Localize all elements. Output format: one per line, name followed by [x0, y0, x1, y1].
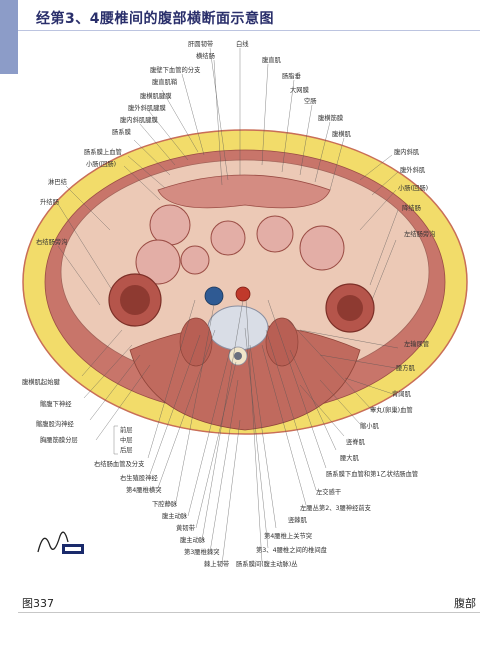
- page-title: 经第3、4腰椎间的腹部横断面示意图: [36, 11, 274, 27]
- label-l4-superior-articular: 第4腰椎上关节突: [264, 531, 313, 540]
- label-transversalis-fascia: 腹横筋膜: [318, 113, 344, 122]
- label-ilioinguinal-nerve: 髂腹股沟神经: [36, 419, 74, 428]
- artist-signature-logo: [37, 531, 84, 554]
- label-quadratus-lumborum: 腰方肌: [396, 363, 416, 372]
- psoas-right: [265, 317, 299, 367]
- label-linea-alba: 白线: [236, 39, 249, 48]
- label-rectus-abdominis: 腹直肌: [262, 55, 282, 64]
- lumbar-vertebra: [207, 305, 269, 351]
- bowel-loop: [210, 220, 246, 256]
- section-label: 腹部: [454, 597, 476, 610]
- label-right-colic-vessels: 右结肠血管及分支: [94, 459, 145, 468]
- label-transversus-abdominis: 腹横肌: [332, 129, 352, 138]
- bowel-loop: [180, 245, 210, 275]
- label-fascia-anterior: 前层: [120, 425, 133, 434]
- label-ligamentum-teres: 肝圆韧带: [188, 39, 213, 48]
- footer-rule: [18, 612, 480, 613]
- label-gonadal-vessels: 睾丸(卵巢)血管: [370, 405, 413, 414]
- label-external-oblique: 腹外斜肌: [400, 165, 426, 174]
- bowel-loop: [299, 225, 345, 271]
- label-ligamentum-flavum: 黄韧带: [176, 523, 195, 532]
- label-abdominal-aorta-a: 腹主动脉: [162, 511, 188, 520]
- label-small-intestine-ileum: 小肠(回肠): [86, 159, 116, 168]
- label-genitofemoral-nerve: 右生殖股神经: [120, 473, 158, 482]
- label-abdominal-aorta-b: 腹主动脉: [180, 535, 206, 544]
- bowel-loop: [256, 215, 294, 253]
- label-thoracolumbar-fascia-layers: 胸腰筋膜分层: [40, 435, 78, 444]
- transverse-colon: [157, 174, 331, 209]
- label-descending-colon: 降结肠: [402, 203, 421, 212]
- label-inferior-mesenteric-vessels: 肠系膜下血管和第1乙状结肠血管: [326, 469, 418, 478]
- label-intermesenteric-plexus: 肠系膜间(腹主动脉)丛: [236, 559, 298, 568]
- label-transverse-colon: 横结肠: [196, 51, 215, 60]
- label-lumbar-plexus-branches: 左腰丛第2、3腰神经前支: [300, 503, 372, 512]
- label-iliohypogastric-nerve: 髂腹下神经: [40, 399, 72, 408]
- label-internal-oblique-aponeurosis: 腹内斜肌腱膜: [120, 115, 158, 124]
- label-ileum-right: 小肠(回肠): [398, 183, 428, 192]
- abdominal-aorta: [235, 286, 251, 302]
- label-mesentery: 肠系膜: [112, 127, 132, 136]
- label-erector-spinae-bottom: 竖棘肌: [288, 515, 308, 524]
- label-fascia-posterior: 后层: [120, 445, 133, 454]
- skin-outline: [22, 129, 468, 435]
- label-lymph-node: 淋巴结: [48, 177, 67, 186]
- bowel-loop: [135, 239, 181, 285]
- label-l3-spinous-process: 第3腰椎棘突: [184, 547, 220, 556]
- label-ascending-colon: 升结肠: [40, 197, 59, 206]
- label-erector-spinae: 竖脊肌: [346, 437, 366, 446]
- figure-label: 图337: [22, 597, 54, 610]
- label-iliacus: 髂小肌: [360, 421, 380, 430]
- label-l3-l4-disc: 第3、4腰椎之间的椎间盘: [256, 545, 328, 554]
- label-transversus-aponeurosis: 腹横肌腱膜: [140, 91, 172, 100]
- label-left-paracolic-gutter: 左结肠旁沟: [404, 229, 435, 238]
- label-inferior-epigastric-branches: 腹壁下血管的分支: [150, 65, 201, 74]
- psoas-left: [179, 317, 213, 367]
- label-left-sympathetic-trunk: 左交感干: [316, 487, 341, 496]
- label-superior-mesenteric-vessels: 肠系膜上血管: [84, 147, 122, 156]
- chapter-tab: [0, 0, 18, 74]
- label-epiploic-appendices: 肠脂垂: [282, 71, 301, 80]
- label-fascia-middle: 中层: [120, 435, 133, 444]
- label-psoas-major: 腰大肌: [340, 453, 360, 462]
- label-l4-transverse-process: 第4腰椎横突: [126, 485, 162, 494]
- label-jejunum: 空肠: [304, 96, 317, 105]
- label-greater-omentum: 大网膜: [290, 85, 310, 94]
- label-right-paracolic-gutter: 右结肠旁沟: [36, 237, 67, 246]
- label-external-oblique-aponeurosis: 腹外斜肌腱膜: [128, 103, 166, 112]
- label-supraspinous-ligament: 棘上韧带: [204, 559, 229, 568]
- header-rule: [18, 30, 480, 31]
- label-internal-oblique: 腹内斜肌: [394, 147, 420, 156]
- inferior-vena-cava: [204, 286, 224, 306]
- label-latissimus-dorsi: 背阔肌: [392, 389, 412, 398]
- label-transversus-origin-tendon: 腹横肌起始腱: [22, 377, 60, 386]
- bowel-loop: [149, 204, 191, 246]
- label-inferior-vena-cava: 下腔静脉: [152, 499, 178, 508]
- label-rectus-sheath: 腹直肌鞘: [152, 77, 177, 86]
- label-left-ureter: 左输尿管: [404, 339, 429, 348]
